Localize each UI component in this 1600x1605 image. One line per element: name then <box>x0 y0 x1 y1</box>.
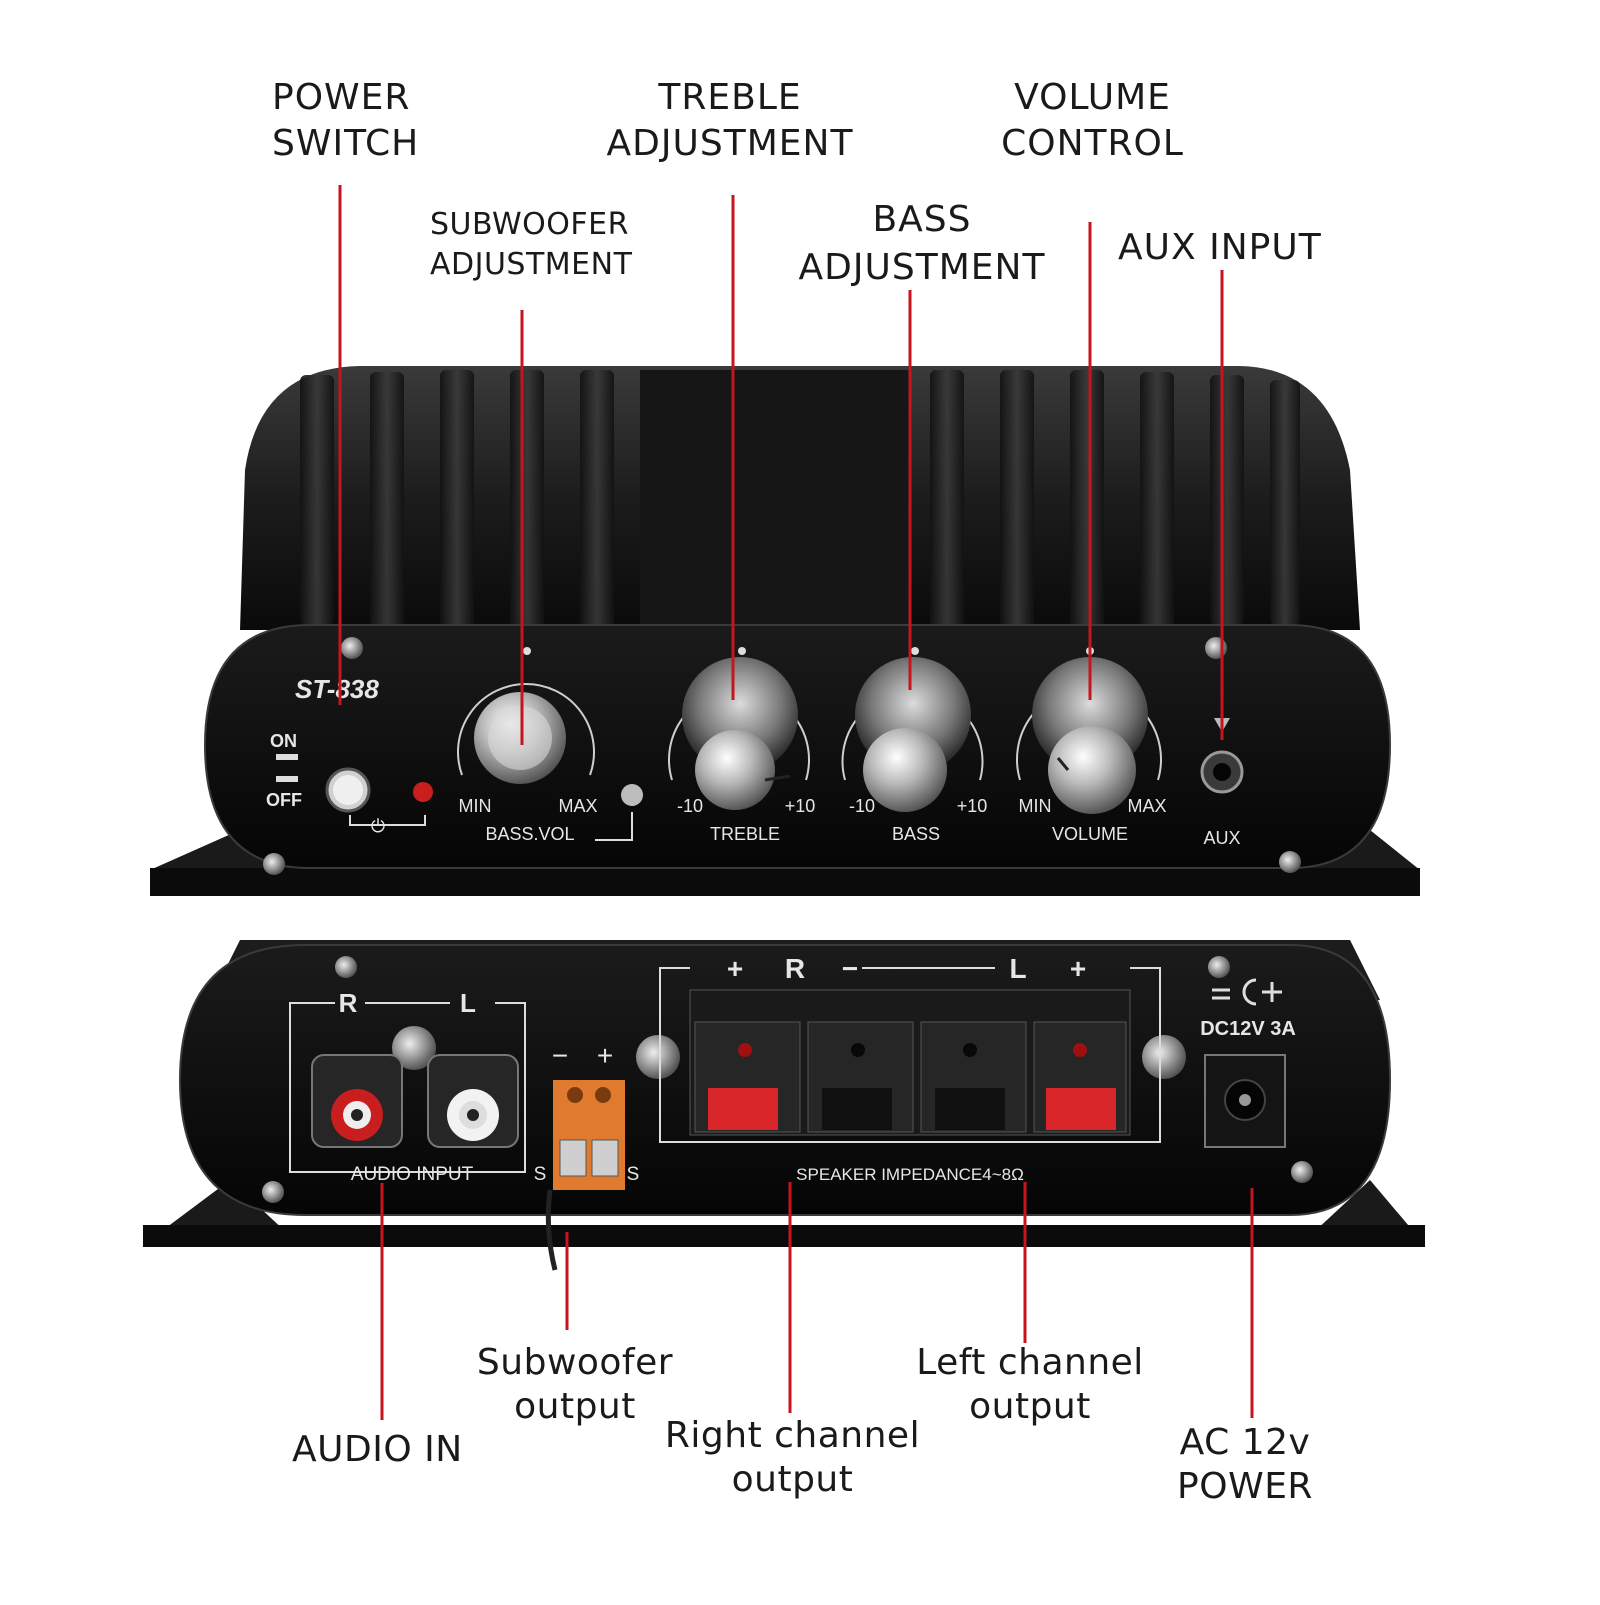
callout-subwoofer-output-line2: output <box>514 1386 636 1427</box>
callout-treble-line1: TREBLE <box>658 77 802 118</box>
callout-power-switch-line1: POWER <box>272 77 411 118</box>
dc-polarity-icon <box>1212 978 1282 1006</box>
callout-left-channel: Left channel output <box>910 1345 1150 1425</box>
callout-aux-line1: AUX INPUT <box>1118 227 1322 268</box>
callout-aux: AUX INPUT <box>1118 230 1322 266</box>
callout-ac-power: AC 12v POWER <box>1165 1425 1325 1505</box>
callout-subwoofer-line2: ADJUSTMENT <box>430 247 633 282</box>
rear-screws <box>262 956 1313 1203</box>
callout-subwoofer: SUBWOOFER ADJUSTMENT <box>430 210 632 280</box>
power-symbol-icon: ⏻ <box>371 816 385 836</box>
heatsink-center <box>640 370 910 628</box>
callout-volume-line2: CONTROL <box>1001 123 1184 164</box>
speaker-plus-r: + <box>727 953 743 984</box>
rca-right-jack[interactable] <box>311 1054 403 1148</box>
callout-volume-line1: VOLUME <box>1014 77 1171 118</box>
knob-treble[interactable] <box>668 647 810 810</box>
callout-audio-in-line1: AUDIO IN <box>292 1429 463 1470</box>
treble-label: TREBLE <box>710 824 780 844</box>
speaker-impedance-label: SPEAKER IMPEDANCE4~8Ω <box>796 1165 1024 1184</box>
subwoofer-terminal[interactable] <box>553 1080 625 1190</box>
switch-on-mark <box>276 754 298 760</box>
audio-input-label: AUDIO INPUT <box>351 1164 474 1185</box>
rear-base <box>143 1225 1425 1247</box>
callout-power-switch-line2: SWITCH <box>272 123 420 164</box>
heatsink-fins <box>300 370 1300 628</box>
callout-left-channel-line1: Left channel <box>916 1342 1144 1383</box>
callout-bass-line2: ADJUSTMENT <box>798 247 1046 288</box>
speaker-clip-l-minus[interactable] <box>935 1088 1005 1130</box>
rca-left-jack[interactable] <box>427 1054 519 1148</box>
volume-min: MIN <box>1019 796 1052 816</box>
callout-subwoofer-line1: SUBWOOFER <box>430 207 629 242</box>
bass-vol-min: MIN <box>459 796 492 816</box>
knob-bass-vol[interactable] <box>457 647 595 784</box>
callout-treble-line2: ADJUSTMENT <box>606 123 854 164</box>
leader-lines <box>338 185 1254 1420</box>
volume-max: MAX <box>1127 796 1166 816</box>
speaker-plus-l: + <box>1070 953 1086 984</box>
speaker-clip-r-plus[interactable] <box>708 1088 778 1130</box>
dc-power-jack[interactable] <box>1204 1054 1286 1148</box>
aux-jack[interactable] <box>1200 750 1244 794</box>
switch-on-label: ON <box>270 731 297 751</box>
bass-max: +10 <box>957 796 988 816</box>
speaker-clip-l-plus[interactable] <box>1046 1088 1116 1130</box>
callout-bass: BASS ADJUSTMENT <box>792 202 1052 286</box>
sub-minus-label: − <box>552 1040 568 1071</box>
callout-left-channel-line2: output <box>969 1386 1091 1427</box>
callout-subwoofer-output: Subwoofer output <box>470 1345 680 1425</box>
callout-right-channel-line1: Right channel <box>664 1415 921 1456</box>
bass-vol-led <box>621 784 643 806</box>
rear-unit: R L AUDIO INPUT − + S S <box>143 940 1425 1271</box>
bass-vol-max: MAX <box>558 796 597 816</box>
model-label: ST-838 <box>295 674 379 704</box>
front-base <box>150 868 1420 896</box>
power-led <box>413 782 433 802</box>
speaker-minus-r: − <box>842 953 858 984</box>
front-unit: ST-838 ON OFF ⏻ MIN MAX BASS.VOL <box>150 366 1420 896</box>
rca-r-label: R <box>339 988 358 1018</box>
treble-max: +10 <box>785 796 816 816</box>
power-switch-cap[interactable] <box>333 775 363 805</box>
speaker-l-label: L <box>1009 953 1026 984</box>
callout-right-channel-line2: output <box>731 1459 854 1500</box>
sub-label-right: S <box>627 1164 640 1185</box>
callout-right-channel: Right channel output <box>655 1418 930 1498</box>
callout-subwoofer-output-line1: Subwoofer <box>476 1342 674 1383</box>
callout-treble: TREBLE ADJUSTMENT <box>600 80 860 162</box>
bass-min: -10 <box>849 796 875 816</box>
speaker-terminal-block[interactable] <box>689 989 1131 1136</box>
callout-bass-line1: BASS <box>872 199 972 240</box>
callout-ac-power-line1: AC 12v <box>1179 1422 1311 1463</box>
callout-volume: VOLUME CONTROL <box>990 80 1195 162</box>
aux-label: AUX <box>1203 828 1240 848</box>
sub-label-left: S <box>534 1164 547 1185</box>
treble-min: -10 <box>677 796 703 816</box>
speaker-r-label: R <box>785 953 805 984</box>
bass-vol-label: BASS.VOL <box>485 824 574 844</box>
dc-label: DC12V 3A <box>1200 1018 1296 1040</box>
volume-label: VOLUME <box>1052 824 1128 844</box>
switch-off-mark <box>276 776 298 782</box>
sub-wire <box>545 1189 558 1271</box>
rca-l-label: L <box>460 988 476 1018</box>
speaker-clip-r-minus[interactable] <box>822 1088 892 1130</box>
bass-label: BASS <box>892 824 940 844</box>
knob-volume[interactable] <box>1016 647 1162 814</box>
callout-ac-power-line2: POWER <box>1177 1466 1313 1507</box>
switch-off-label: OFF <box>266 790 302 810</box>
sub-plus-label: + <box>597 1040 613 1071</box>
knob-bass[interactable] <box>841 647 984 812</box>
callout-power-switch: POWER SWITCH <box>272 80 419 162</box>
callout-audio-in: AUDIO IN <box>292 1432 463 1468</box>
